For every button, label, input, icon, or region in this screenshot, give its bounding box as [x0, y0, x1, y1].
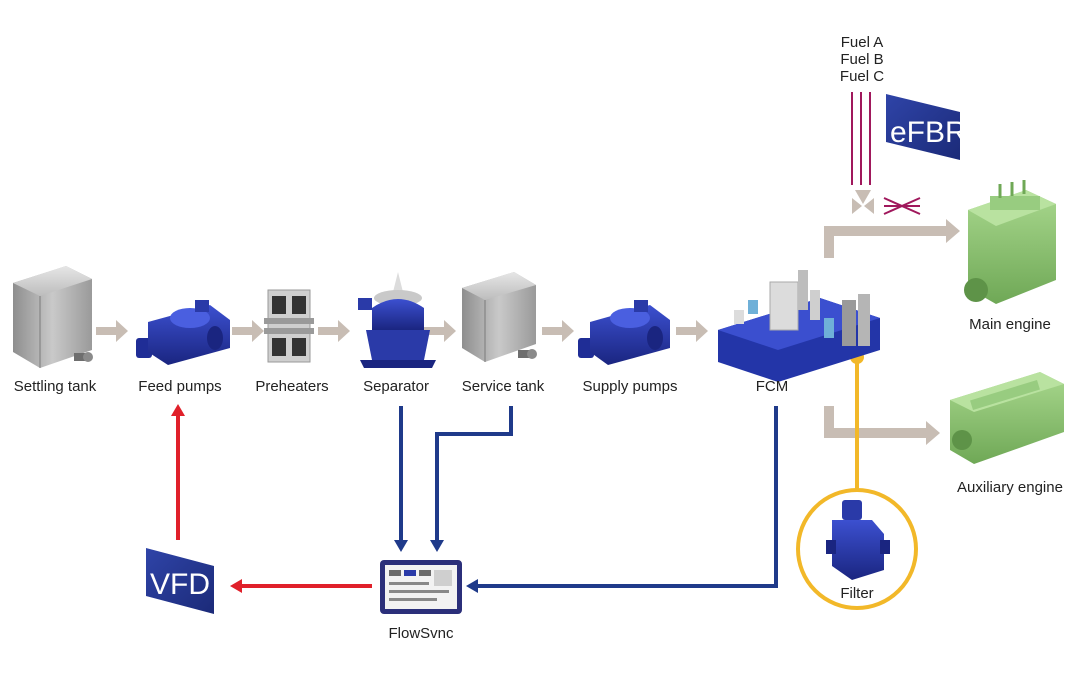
- flow-arrow-fcm-to-aux-engine: [824, 406, 940, 445]
- filter-icon: [826, 500, 890, 580]
- fuel-c-label: Fuel C: [840, 68, 884, 85]
- service-tank-icon: [462, 272, 537, 362]
- flow-arrow-feed-to-preheaters: [232, 320, 264, 342]
- feed-pumps-label: Feed pumps: [138, 378, 221, 395]
- vfd-badge-text: VFD: [150, 568, 210, 601]
- feedback-lines: [176, 414, 372, 588]
- flowsync-label: FlowSvnc: [388, 625, 454, 642]
- auxiliary-engine-icon: [950, 372, 1064, 464]
- separator-label: Separator: [363, 378, 429, 395]
- separator-icon: [358, 272, 436, 368]
- efbr-badge-text: eFBR: [890, 116, 967, 149]
- flow-arrow-service-to-supply: [542, 320, 574, 342]
- service-tank-label: Service tank: [462, 378, 545, 395]
- blocked-valve-icon: [883, 197, 921, 215]
- settling-tank-label: Settling tank: [14, 378, 97, 395]
- vfd-badge: VFD: [146, 548, 214, 614]
- flow-arrow-fcm-to-main-engine: [824, 219, 960, 258]
- flowsync-panel-icon: [380, 560, 462, 614]
- settling-tank-icon: [13, 266, 93, 368]
- efbr-badge: eFBR: [886, 94, 967, 160]
- fuel-a-label: Fuel A: [841, 34, 884, 51]
- supply-pumps-icon: [578, 300, 670, 365]
- flow-arrow-preheaters-to-separator: [318, 320, 350, 342]
- fcm-icon: [718, 270, 880, 382]
- valve-icon: [852, 190, 874, 214]
- control-lines: [399, 406, 778, 588]
- auxiliary-engine-label: Auxiliary engine: [957, 479, 1063, 496]
- preheaters-icon: [264, 289, 314, 363]
- feed-pumps-icon: [136, 300, 230, 365]
- fuel-b-label: Fuel B: [840, 51, 883, 68]
- control-arrowheads: [394, 540, 478, 593]
- flow-arrow-supply-to-fcm: [676, 320, 708, 342]
- filter-label: Filter: [840, 585, 873, 602]
- feedback-arrowheads: [171, 404, 242, 593]
- main-engine-label: Main engine: [969, 316, 1051, 333]
- flow-arrows: [96, 219, 960, 445]
- preheaters-label: Preheaters: [255, 378, 328, 395]
- fuel-lines: [851, 92, 871, 185]
- main-engine-icon: [964, 180, 1056, 304]
- flow-arrow-separator-to-service: [424, 320, 456, 342]
- flow-arrow-settling-to-feed: [96, 320, 128, 342]
- supply-pumps-label: Supply pumps: [582, 378, 677, 395]
- fcm-label: FCM: [756, 378, 789, 395]
